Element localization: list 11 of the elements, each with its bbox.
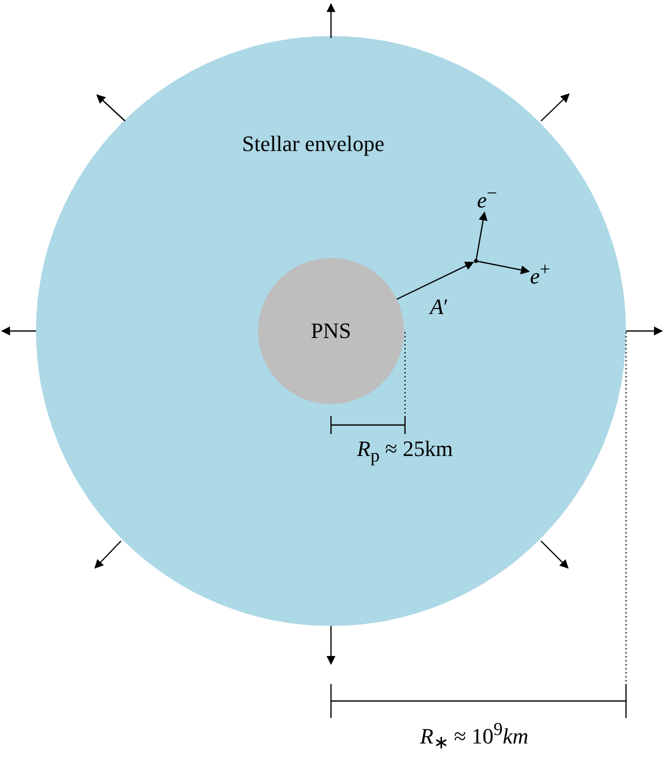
particle-label: e$^{+}$ — [530, 260, 550, 288]
arrow — [478, 260, 530, 274]
vertex-point — [474, 259, 478, 263]
node-label: Stellar envelope — [242, 133, 384, 155]
arrow — [396, 262, 474, 300]
edge-label: A′ — [430, 296, 448, 318]
dimension-label: R$_{p}$ ≈ 25km — [357, 438, 453, 465]
pns-circle: PNS — [258, 258, 404, 404]
particle-label: e$^{−}$ — [477, 184, 498, 212]
arrow — [476, 211, 488, 260]
dimension-label: R$_{∗}$ ≈ 10$^{9}$km — [420, 720, 528, 752]
